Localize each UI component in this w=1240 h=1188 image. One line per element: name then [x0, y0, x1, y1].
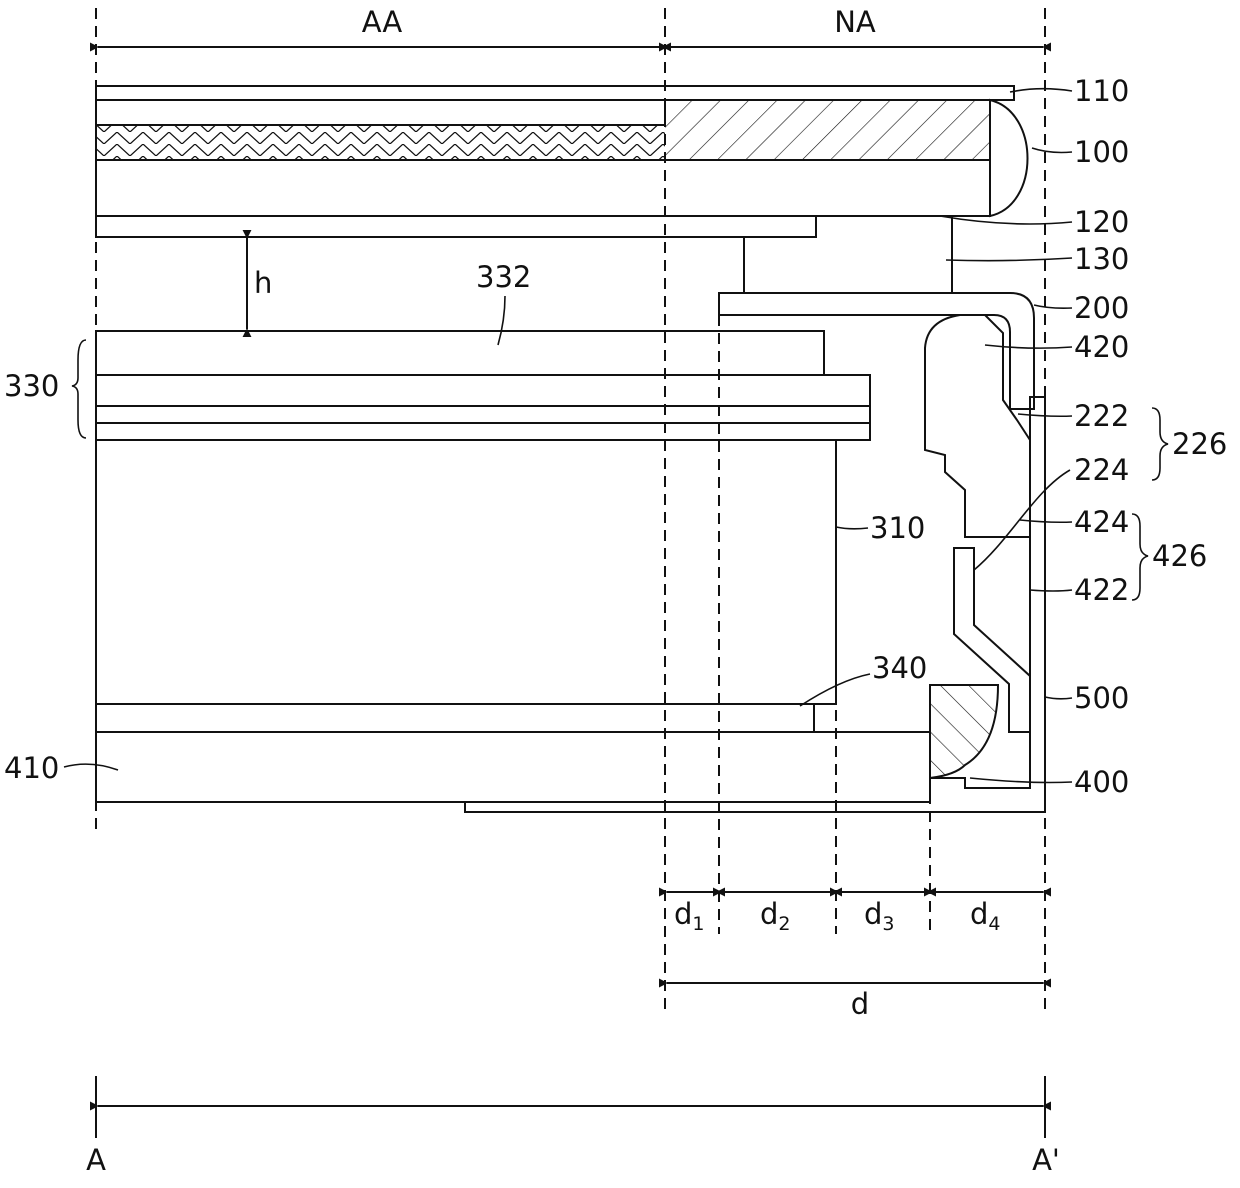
label-400: 400 — [1074, 765, 1129, 799]
label-332: 332 — [476, 260, 531, 294]
guide-panel-200 — [719, 293, 1034, 409]
label-340: 340 — [872, 651, 927, 685]
sheet-330-middle — [96, 375, 870, 406]
label-420: 420 — [1074, 330, 1129, 364]
label-section-end: A' — [1032, 1143, 1060, 1177]
label-d: d — [851, 987, 869, 1021]
label-aa: AA — [362, 5, 403, 39]
label-110: 110 — [1074, 74, 1129, 108]
label-422: 422 — [1074, 573, 1129, 607]
bottom-plate-410 — [96, 732, 930, 802]
label-120: 120 — [1074, 205, 1129, 239]
sheet-330-lower-a — [96, 406, 870, 423]
sheet-332 — [96, 331, 824, 375]
label-100: 100 — [1074, 135, 1129, 169]
label-426: 426 — [1152, 539, 1207, 573]
label-226: 226 — [1172, 427, 1227, 461]
label-424: 424 — [1074, 505, 1129, 539]
layer-120-lower-film — [96, 216, 816, 237]
label-222: 222 — [1074, 399, 1129, 433]
layer-polarizer-upper — [96, 100, 990, 160]
label-310: 310 — [870, 511, 925, 545]
layer-110-cover-film — [96, 86, 1014, 100]
frame-400 — [930, 685, 998, 778]
light-guide-310 — [96, 440, 836, 704]
label-na: NA — [834, 5, 876, 39]
frame-420 — [925, 315, 1030, 537]
label-410: 410 — [4, 751, 59, 785]
label-d4: d4 — [970, 897, 1001, 935]
label-200: 200 — [1074, 291, 1129, 325]
label-d3: d3 — [864, 897, 895, 935]
label-section-start: A — [86, 1143, 106, 1177]
adhesive-130 — [744, 216, 952, 293]
section-line-a-a — [96, 1076, 1045, 1138]
label-330: 330 — [4, 369, 59, 403]
label-130: 130 — [1074, 242, 1129, 276]
label-d1: d1 — [674, 897, 705, 935]
sealant-100 — [990, 100, 1028, 216]
label-500: 500 — [1074, 681, 1129, 715]
reflector-340 — [96, 704, 814, 732]
sheet-330-lower-b — [96, 423, 870, 440]
label-h: h — [254, 266, 272, 300]
label-d2: d2 — [760, 897, 791, 935]
label-224: 224 — [1074, 453, 1129, 487]
layer-substrate — [96, 160, 990, 216]
